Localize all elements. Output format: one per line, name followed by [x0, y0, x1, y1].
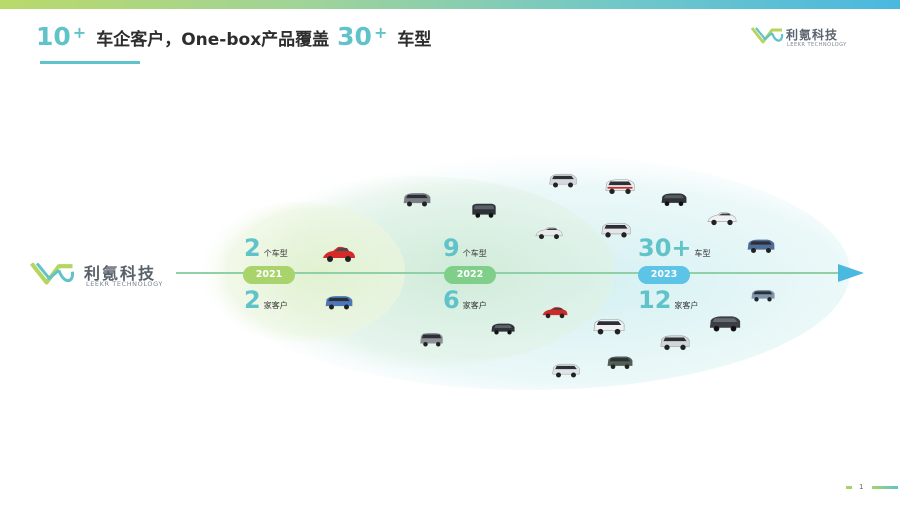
stat-number: 6 — [443, 286, 460, 314]
stat-number: 2 — [244, 286, 261, 314]
car-image — [325, 296, 353, 310]
stat-2021-customers: 2 家客户 — [244, 288, 288, 312]
car-image — [549, 173, 577, 188]
stat-unit: 个车型 — [263, 249, 288, 258]
logo-text-en: LEEKR TECHNOLOGY — [787, 42, 847, 48]
stat-number: 9 — [443, 234, 460, 262]
car-image — [660, 335, 690, 350]
car-image — [472, 203, 496, 218]
company-logo-timeline: 利氪科技 LEEKR TECHNOLOGY — [24, 258, 164, 292]
logo-text-cn: 利氪科技 — [84, 264, 157, 283]
page-number: 1 — [859, 483, 864, 491]
page-indicator-bar — [846, 486, 852, 489]
car-image — [605, 179, 635, 194]
car-image — [552, 363, 580, 378]
car-image — [751, 289, 775, 302]
year-pill-2021: 2021 — [243, 266, 295, 284]
year-pill-2022: 2022 — [444, 266, 496, 284]
logo-text-cn: 利氪科技 — [786, 28, 839, 42]
car-image — [709, 316, 741, 332]
car-image — [535, 227, 563, 240]
title-text-2: 车型 — [397, 30, 432, 50]
leekr-logo-icon — [750, 27, 784, 44]
title-plus-1: + — [72, 23, 87, 42]
page-title: 10 + 车企客户，One-box产品覆盖 30 + 车型 — [36, 22, 439, 62]
car-image — [420, 333, 443, 347]
stat-number: 12 — [638, 286, 672, 314]
car-image — [661, 193, 687, 206]
car-image — [593, 319, 625, 335]
stat-unit: 车型 — [694, 249, 711, 258]
car-image — [491, 323, 515, 335]
car-image — [747, 239, 775, 253]
title-customer-count: 10 — [36, 22, 71, 51]
year-pill-2023: 2023 — [638, 266, 690, 284]
car-image — [607, 356, 633, 369]
leekr-logo-icon — [29, 262, 74, 285]
stat-unit: 个车型 — [462, 249, 487, 258]
stat-2023-customers: 12 家客户 — [638, 288, 698, 312]
stat-unit: 家客户 — [674, 301, 699, 310]
logo-text-en: LEEKR TECHNOLOGY — [86, 280, 163, 288]
company-logo-top: 利氪科技 LEEKR TECHNOLOGY — [750, 24, 870, 52]
car-image — [601, 223, 631, 238]
title-plus-2: + — [373, 23, 388, 42]
car-image — [403, 193, 431, 207]
car-image — [323, 246, 355, 262]
timeline-arrow-icon — [838, 264, 864, 282]
car-image — [542, 307, 568, 319]
stat-number: 30+ — [638, 234, 692, 262]
stat-2023-models: 30+ 车型 — [638, 236, 711, 260]
stat-2022-models: 9 个车型 — [443, 236, 487, 260]
stat-unit: 家客户 — [462, 301, 487, 310]
stat-unit: 家客户 — [263, 301, 288, 310]
car-image — [707, 212, 737, 226]
stat-2022-customers: 6 家客户 — [443, 288, 487, 312]
title-model-count: 30 — [337, 22, 372, 51]
title-underline — [40, 61, 140, 64]
top-gradient-bar — [0, 0, 900, 9]
title-text-1: 车企客户，One-box产品覆盖 — [96, 30, 330, 50]
stat-number: 2 — [244, 234, 261, 262]
page-indicator-bar — [872, 486, 898, 489]
stat-2021-models: 2 个车型 — [244, 236, 288, 260]
